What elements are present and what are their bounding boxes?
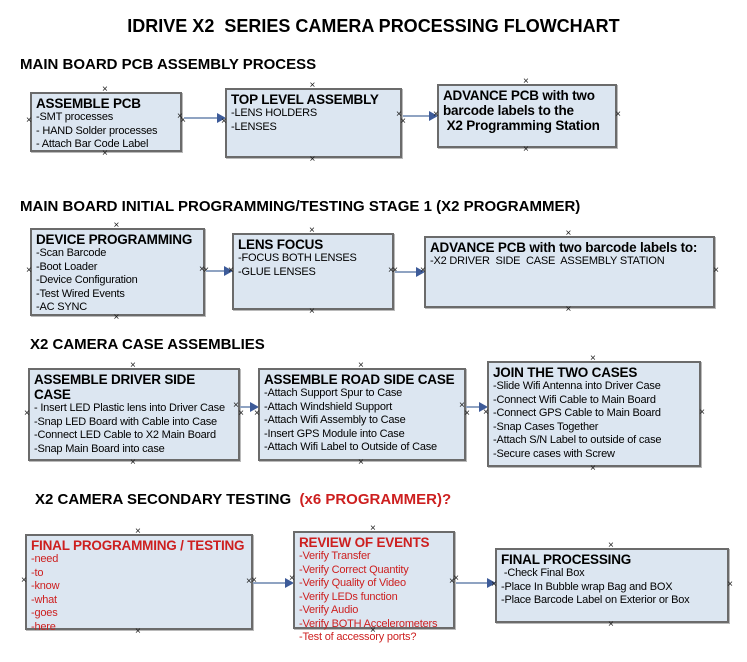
box-title: TOP LEVEL ASSEMBLY — [231, 92, 379, 107]
box-item: -Attach S/N Label to outside of case — [493, 434, 662, 446]
box-item: -GLUE LENSES — [238, 265, 316, 278]
box-item: -goes — [31, 607, 58, 619]
box-item: -LENS HOLDERS — [231, 107, 318, 119]
box-title: LENS FOCUS — [238, 237, 324, 252]
box-item: -Attach Support Spur to Case — [264, 387, 403, 399]
flow-box-advance-pcb-driver-side-station[interactable]: ADVANCE PCB with two barcode labels to: … — [424, 229, 715, 315]
box-item: -Scan Barcode — [36, 247, 107, 259]
box-item: -Attach Windshield Support — [264, 400, 393, 413]
flow-arrow[interactable] — [388, 266, 425, 277]
box-item: - HAND Solder processes — [36, 124, 158, 137]
box-item: -Test Wired Events — [36, 287, 125, 300]
section-header-secondary-testing: X2 CAMERA SECONDARY TESTING (x6 PROGRAMM… — [35, 491, 451, 508]
box-item: -Check Final Box — [501, 567, 585, 579]
box-item: - Attach Bar Code Label — [36, 138, 149, 150]
box-item: -Snap Main Board into case — [34, 442, 165, 455]
box-title: DEVICE PROGRAMMING — [36, 232, 193, 247]
section-header-black-part: X2 CAMERA SECONDARY TESTING — [35, 491, 296, 508]
box-item: -Connect GPS Cable to Main Board — [493, 407, 661, 419]
box-title: REVIEW OF EVENTS — [299, 535, 430, 550]
box-item: -Verify Transfer — [299, 550, 371, 562]
box-title: ADVANCE PCB with two barcode labels to t… — [443, 88, 600, 133]
box-item: -Secure cases with Screw — [493, 447, 615, 460]
section-header-case-assemblies: X2 CAMERA CASE ASSEMBLIES — [30, 336, 265, 353]
box-item: -know — [31, 580, 60, 592]
box-title: ADVANCE PCB with two barcode labels to: — [430, 240, 698, 255]
flow-arrow[interactable] — [449, 577, 496, 588]
box-item: - Insert LED Plastic lens into Driver Ca… — [34, 402, 225, 414]
section-header-initial-programming: MAIN BOARD INITIAL PROGRAMMING/TESTING S… — [20, 198, 581, 215]
flow-box-device-programming[interactable]: DEVICE PROGRAMMING -Scan Barcode -Boot L… — [30, 221, 205, 323]
flow-box-assemble-driver-side-case[interactable]: ASSEMBLE DRIVER SIDE CASE - Insert LED P… — [28, 361, 240, 468]
box-item: -Verify Audio — [299, 604, 359, 616]
box-item: -Slide Wifi Antenna into Driver Case — [493, 380, 661, 392]
flow-arrow[interactable] — [177, 112, 226, 123]
box-title: ASSEMBLE PCB — [36, 96, 141, 111]
box-item: -Attach Wifi Label to Outside of Case — [264, 441, 437, 453]
flow-box-advance-pcb-programming-station[interactable]: ADVANCE PCB with two barcode labels to t… — [437, 77, 617, 155]
box-item: -Verify Correct Quantity — [299, 563, 409, 576]
box-item: -X2 DRIVER SIDE CASE ASSEMBLY STATION — [430, 255, 665, 267]
box-item: -Place In Bubble wrap Bag and BOX — [501, 580, 673, 593]
box-item: -Insert GPS Module into Case — [264, 427, 405, 440]
flow-box-final-processing[interactable]: FINAL PROCESSING -Check Final Box -Place… — [495, 541, 729, 630]
flow-box-assemble-pcb[interactable]: ASSEMBLE PCB -SMT processes - HAND Solde… — [30, 85, 182, 159]
box-item: -here — [31, 620, 56, 633]
box-item: -to — [31, 566, 44, 579]
box-title: ASSEMBLE DRIVER SIDE CASE — [34, 372, 199, 402]
flow-arrow[interactable] — [396, 110, 438, 121]
box-title: JOIN THE TWO CASES — [493, 365, 638, 380]
box-title: ASSEMBLE ROAD SIDE CASE — [264, 372, 455, 387]
box-item: -Attach Wifi Assembly to Case — [264, 414, 406, 426]
box-item: -SMT processes — [36, 111, 114, 123]
box-item: -Place Barcode Label on Exterior or Box — [501, 594, 690, 606]
section-header-red-part: (x6 PROGRAMMER)? — [295, 491, 452, 508]
box-item: -need — [31, 553, 59, 565]
box-item: -Connect LED Cable to X2 Main Board — [34, 429, 216, 441]
flow-box-final-programming-testing[interactable]: FINAL PROGRAMMING / TESTING -need -to -k… — [25, 527, 253, 637]
box-item: -Snap LED Board with Cable into Case — [34, 415, 217, 428]
box-item: -Verify LEDs function — [299, 590, 398, 603]
flow-box-assemble-road-side-case[interactable]: ASSEMBLE ROAD SIDE CASE -Attach Support … — [258, 361, 466, 468]
flow-arrow[interactable] — [246, 577, 294, 588]
box-item: -Verify Quality of Video — [299, 577, 406, 589]
box-item: -Device Configuration — [36, 274, 138, 286]
flow-box-join-the-two-cases[interactable]: JOIN THE TWO CASES -Slide Wifi Antenna i… — [487, 354, 701, 474]
page-title: IDRIVE X2 SERIES CAMERA PROCESSING FLOWC… — [127, 16, 620, 36]
box-title: FINAL PROCESSING — [501, 552, 632, 567]
box-item: -Boot Loader — [36, 260, 98, 273]
box-item: -Snap Cases Together — [493, 420, 599, 433]
section-header-pcb-assembly: MAIN BOARD PCB ASSEMBLY PROCESS — [20, 56, 317, 73]
box-item: -FOCUS BOTH LENSES — [238, 252, 357, 264]
box-item: -Test of accessory ports? — [299, 631, 417, 643]
box-item: -LENSES — [231, 120, 277, 133]
box-item: -AC SYNC — [36, 301, 87, 313]
flow-box-lens-focus[interactable]: LENS FOCUS -FOCUS BOTH LENSES -GLUE LENS… — [232, 226, 394, 317]
flow-box-review-of-events[interactable]: REVIEW OF EVENTS -Verify Transfer -Verif… — [293, 524, 455, 643]
flow-arrow[interactable] — [233, 401, 259, 412]
box-item: -Connect Wifi Cable to Main Board — [493, 393, 656, 406]
flow-box-top-level-assembly[interactable]: TOP LEVEL ASSEMBLY -LENS HOLDERS -LENSES — [225, 81, 402, 165]
box-title: FINAL PROGRAMMING / TESTING — [31, 538, 245, 553]
box-item: -Verify BOTH Accelerometers — [299, 617, 438, 630]
box-item: -what — [31, 593, 57, 606]
